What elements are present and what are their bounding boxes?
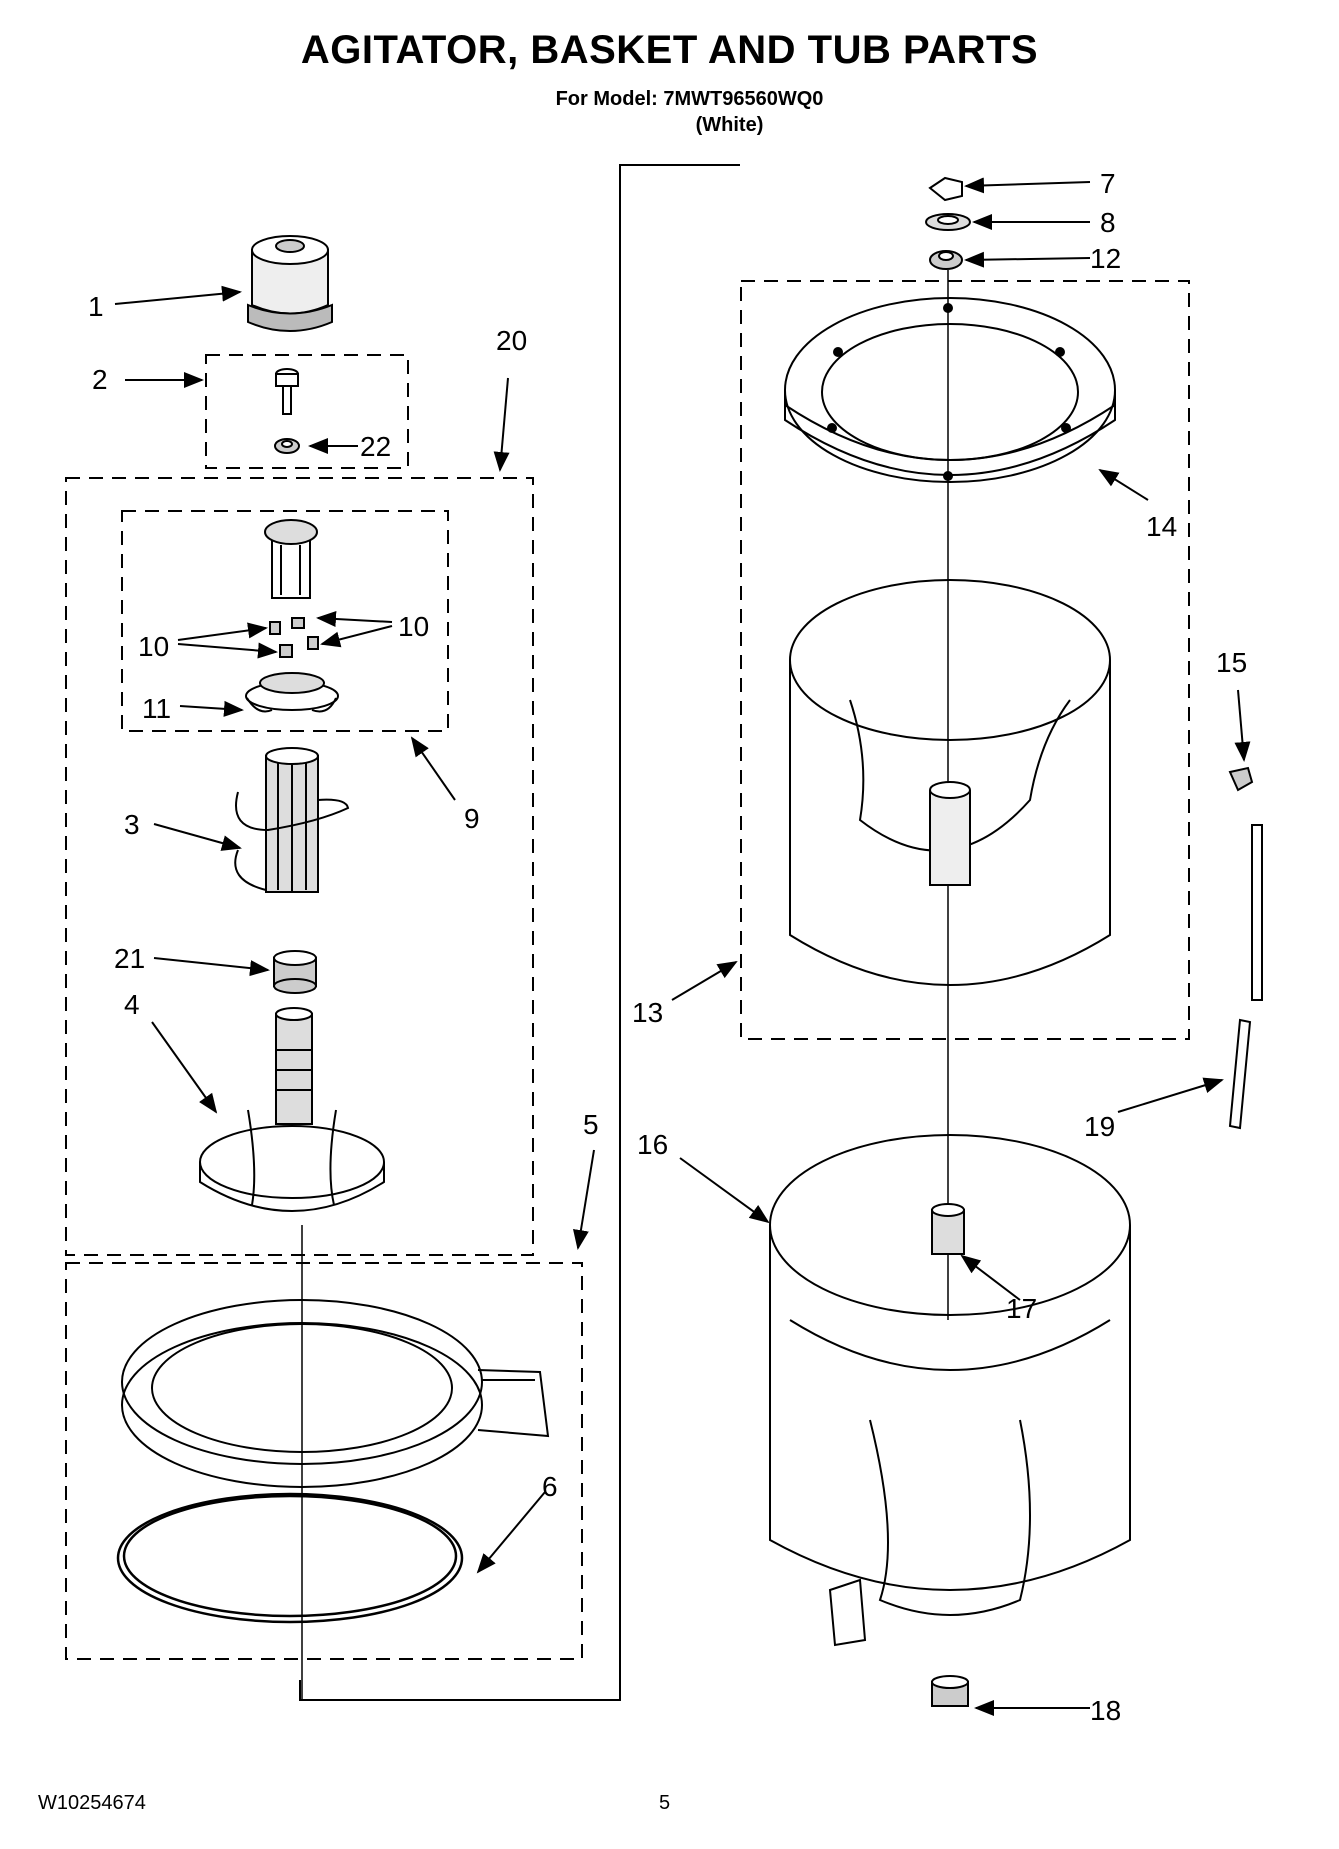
leader-10a-2 xyxy=(320,625,393,648)
leader-15 xyxy=(1234,689,1251,762)
part-19-hose xyxy=(1228,824,1263,1130)
leader-5 xyxy=(573,1149,595,1250)
part-7-nut xyxy=(928,176,963,202)
part-1-agitator-cap xyxy=(247,235,333,332)
callout-2: 2 xyxy=(92,364,108,395)
leader-20 xyxy=(493,377,510,472)
part-2-bolt xyxy=(275,368,299,415)
part-3-auger xyxy=(234,747,350,893)
group-box-5 xyxy=(65,1262,583,1660)
leader-4 xyxy=(151,1021,218,1114)
part-13-basket xyxy=(789,579,1111,986)
callout-6: 6 xyxy=(542,1471,558,1502)
callout-1: 1 xyxy=(88,291,104,322)
group-box-13 xyxy=(740,280,1190,1040)
leader-9 xyxy=(410,736,456,801)
leader-19 xyxy=(1117,1077,1224,1113)
part-15-clip xyxy=(1228,766,1254,792)
leader-16 xyxy=(679,1157,770,1224)
leader-10b-2 xyxy=(177,642,278,659)
leader-10a-1 xyxy=(316,610,393,627)
callout-14: 14 xyxy=(1146,511,1177,542)
leader-12 xyxy=(964,251,1091,268)
callout-18: 18 xyxy=(1090,1695,1121,1726)
callout-12: 12 xyxy=(1090,243,1121,274)
callout-9: 9 xyxy=(464,803,480,834)
callout-11: 11 xyxy=(142,693,171,724)
leader-13 xyxy=(671,960,738,1001)
part-11-cam xyxy=(245,672,339,713)
part-18-cap xyxy=(931,1675,969,1707)
part-21-bearing xyxy=(273,950,317,994)
leader-11 xyxy=(179,700,244,717)
part-9-dogs-assembly xyxy=(264,519,318,599)
group-box-20 xyxy=(65,477,534,1256)
callout-15: 15 xyxy=(1216,647,1247,678)
leader-3 xyxy=(153,823,242,851)
part-14-balance-ring xyxy=(784,297,1116,483)
group-box-9 xyxy=(121,510,449,732)
callout-3: 3 xyxy=(124,809,140,840)
callout-21: 21 xyxy=(114,943,145,974)
part-17-fitting xyxy=(931,1203,965,1255)
callout-13: 13 xyxy=(632,997,663,1028)
model-color: (White) xyxy=(695,114,764,136)
part-10-dogs xyxy=(269,617,319,658)
part-16-outer-tub xyxy=(769,1134,1131,1647)
callout-17: 17 xyxy=(1006,1293,1037,1324)
callout-10b: 10 xyxy=(138,631,169,662)
leader-17 xyxy=(960,1254,1021,1301)
model-number: For Model: 7MWT96560WQ0 xyxy=(555,88,824,110)
callout-7: 7 xyxy=(1100,168,1116,199)
callout-22: 22 xyxy=(360,431,391,462)
leader-1 xyxy=(114,285,242,305)
callout-5: 5 xyxy=(583,1109,599,1140)
leader-6 xyxy=(476,1491,546,1574)
part-4-agitator-base xyxy=(199,1007,385,1212)
part-6-ring xyxy=(116,1492,464,1624)
callout-8: 8 xyxy=(1100,207,1116,238)
part-8-washer xyxy=(925,213,971,231)
document-number: W10254674 xyxy=(38,1792,146,1814)
callout-20: 20 xyxy=(496,325,527,356)
leader-14 xyxy=(1098,468,1149,501)
leader-7 xyxy=(964,177,1091,194)
callout-10a: 10 xyxy=(398,611,429,642)
part-5-tub-ring xyxy=(121,1299,550,1488)
group-box-2 xyxy=(205,354,409,469)
leader-21 xyxy=(153,957,270,977)
callout-19: 19 xyxy=(1084,1111,1115,1142)
callout-16: 16 xyxy=(637,1129,668,1160)
assembly-bracket-line xyxy=(299,164,740,1701)
part-12-hub-nut xyxy=(929,250,963,270)
page-title: AGITATOR, BASKET AND TUB PARTS xyxy=(300,28,1039,72)
part-22-washer xyxy=(274,438,300,454)
callout-4: 4 xyxy=(124,989,140,1020)
page-number: 5 xyxy=(659,1792,671,1814)
leader-10b-1 xyxy=(177,622,268,641)
